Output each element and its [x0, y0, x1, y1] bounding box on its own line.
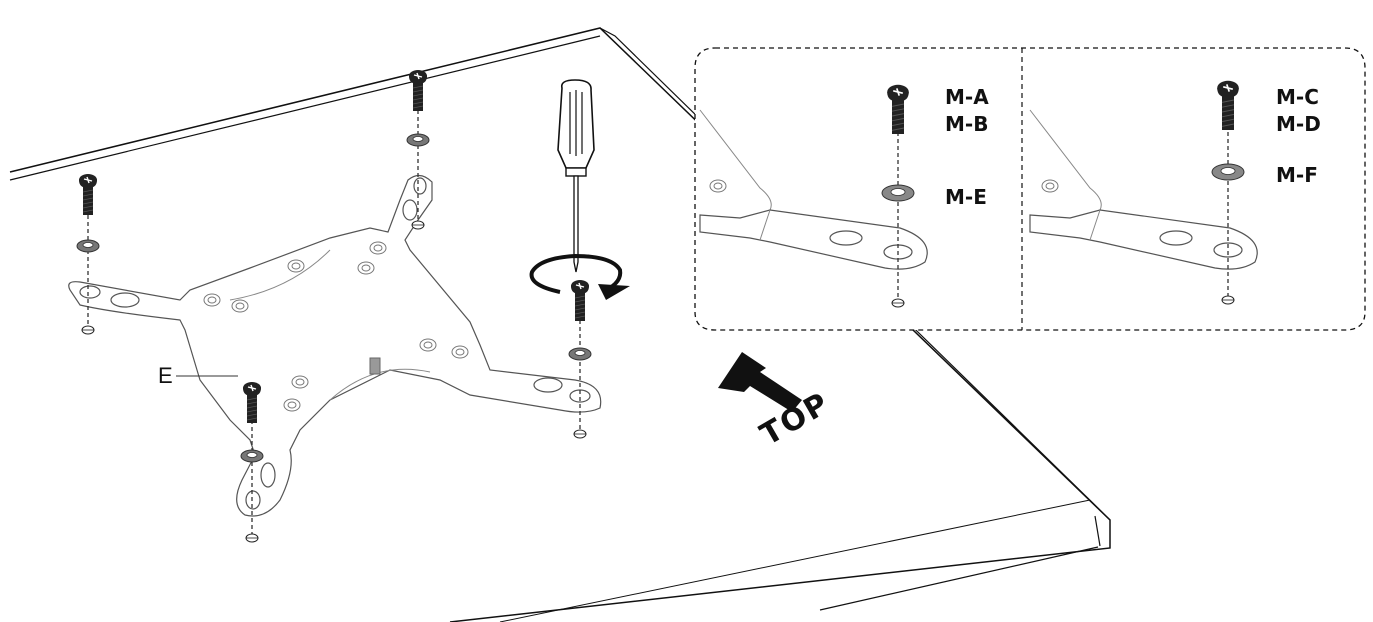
rotate-arrow-icon [529, 253, 630, 300]
screwdriver-icon [557, 79, 595, 273]
washer-label-m-f: M-F [1276, 163, 1318, 187]
screw-stack-right [568, 279, 592, 439]
screw-label-m-c: M-C [1276, 85, 1319, 109]
screw-stack-top [406, 69, 430, 230]
up-arrow-icon [718, 352, 802, 412]
mounting-bracket [68, 174, 602, 517]
screw-label-m-d: M-D [1276, 112, 1321, 136]
detail-panel-left: M-A M-B M-E [699, 83, 989, 308]
detail-panel-right: M-C M-D M-F [1029, 79, 1321, 305]
screw-label-m-a: M-A [945, 85, 989, 109]
screw-stack-left [76, 173, 100, 335]
washer-label-m-e: M-E [945, 185, 987, 209]
bracket-label: E [158, 363, 173, 388]
screw-label-m-b: M-B [945, 112, 988, 136]
screw-stack-bottom [240, 381, 264, 543]
detail-callout [694, 47, 1366, 331]
